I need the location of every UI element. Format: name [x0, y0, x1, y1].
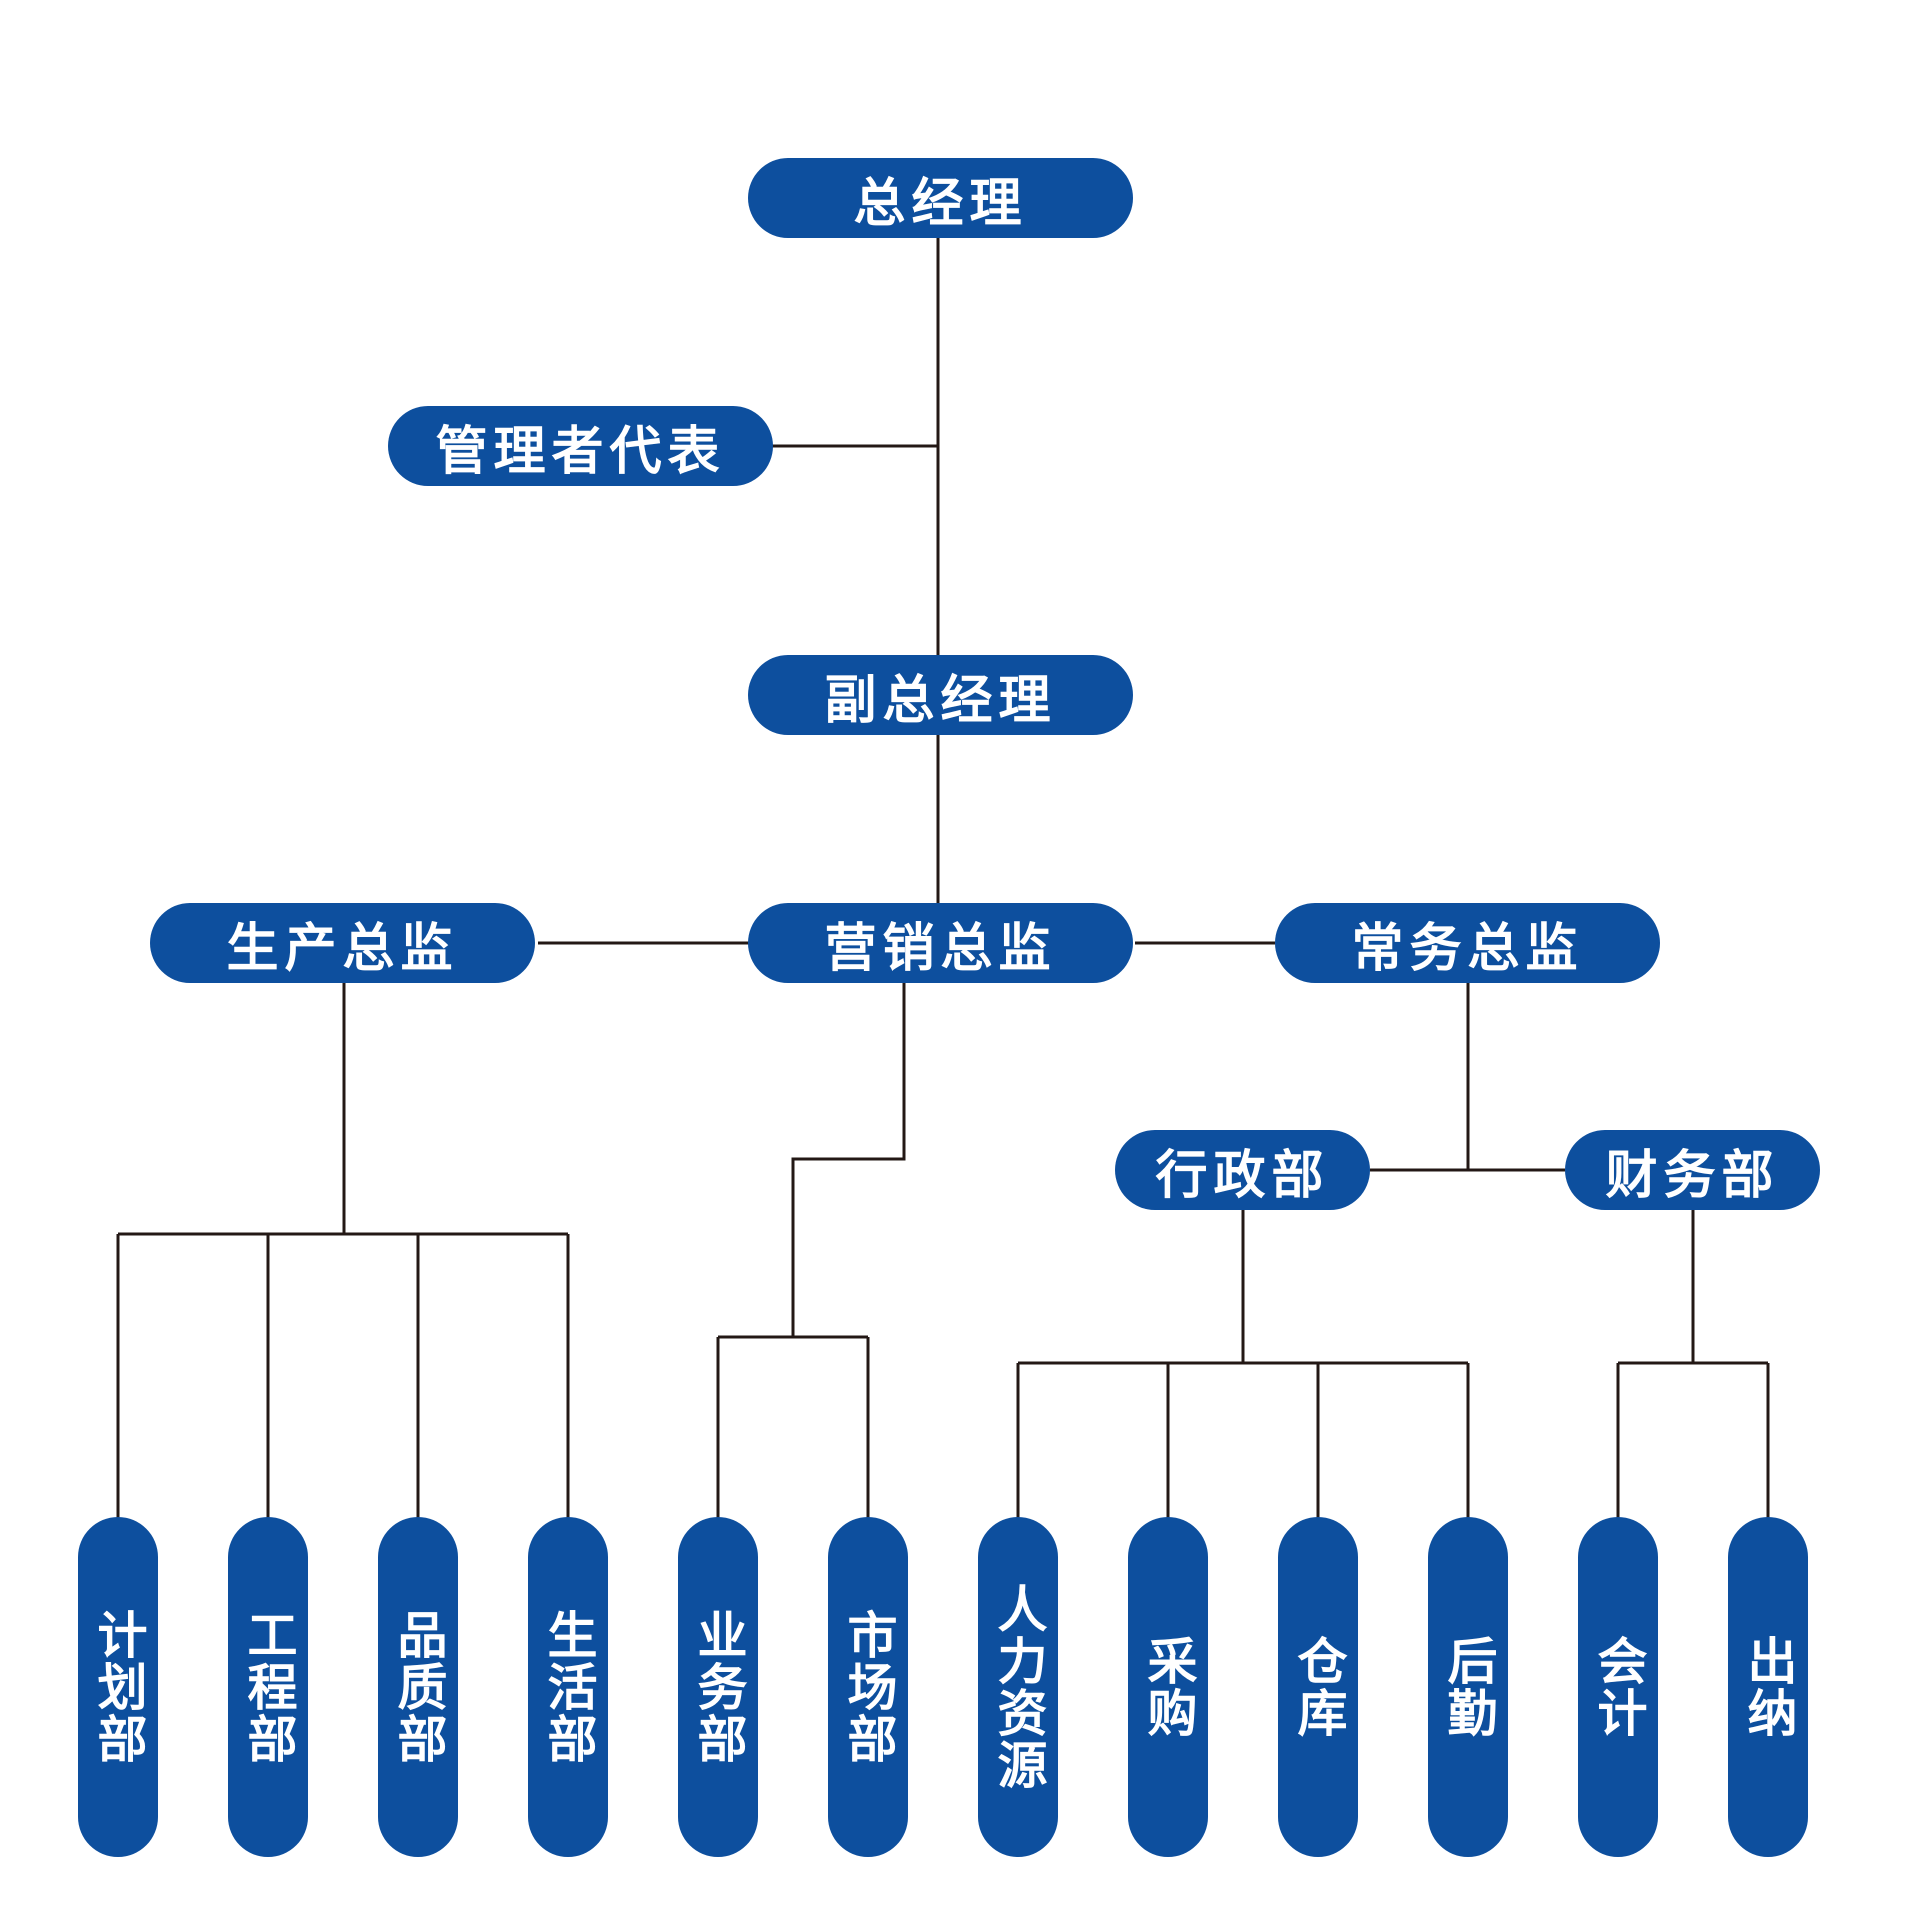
node-logistics[interactable]: 后勤	[1428, 1517, 1508, 1857]
node-living-dept[interactable]: 生活部	[528, 1517, 608, 1857]
node-engineering-dept[interactable]: 工程部	[228, 1517, 308, 1857]
node-quality-dept[interactable]: 品质部	[378, 1517, 458, 1857]
node-general-manager[interactable]: 总经理	[748, 158, 1133, 238]
node-administration-dept[interactable]: 行政部	[1115, 1130, 1370, 1210]
node-production-director[interactable]: 生产总监	[150, 903, 535, 983]
node-market-dept[interactable]: 市场部	[828, 1517, 908, 1857]
node-planning-dept[interactable]: 计划部	[78, 1517, 158, 1857]
node-procurement[interactable]: 采购	[1128, 1517, 1208, 1857]
node-accounting[interactable]: 会计	[1578, 1517, 1658, 1857]
node-finance-dept[interactable]: 财务部	[1565, 1130, 1820, 1210]
connector-marketing-step	[791, 983, 906, 1337]
node-management-representative[interactable]: 管理者代表	[388, 406, 773, 486]
node-marketing-director[interactable]: 营销总监	[748, 903, 1133, 983]
node-deputy-general-manager[interactable]: 副总经理	[748, 655, 1133, 735]
node-business-dept[interactable]: 业务部	[678, 1517, 758, 1857]
node-human-resources[interactable]: 人力资源	[978, 1517, 1058, 1857]
node-cashier[interactable]: 出纳	[1728, 1517, 1808, 1857]
node-operations-director[interactable]: 常务总监	[1275, 903, 1660, 983]
node-warehouse[interactable]: 仓库	[1278, 1517, 1358, 1857]
